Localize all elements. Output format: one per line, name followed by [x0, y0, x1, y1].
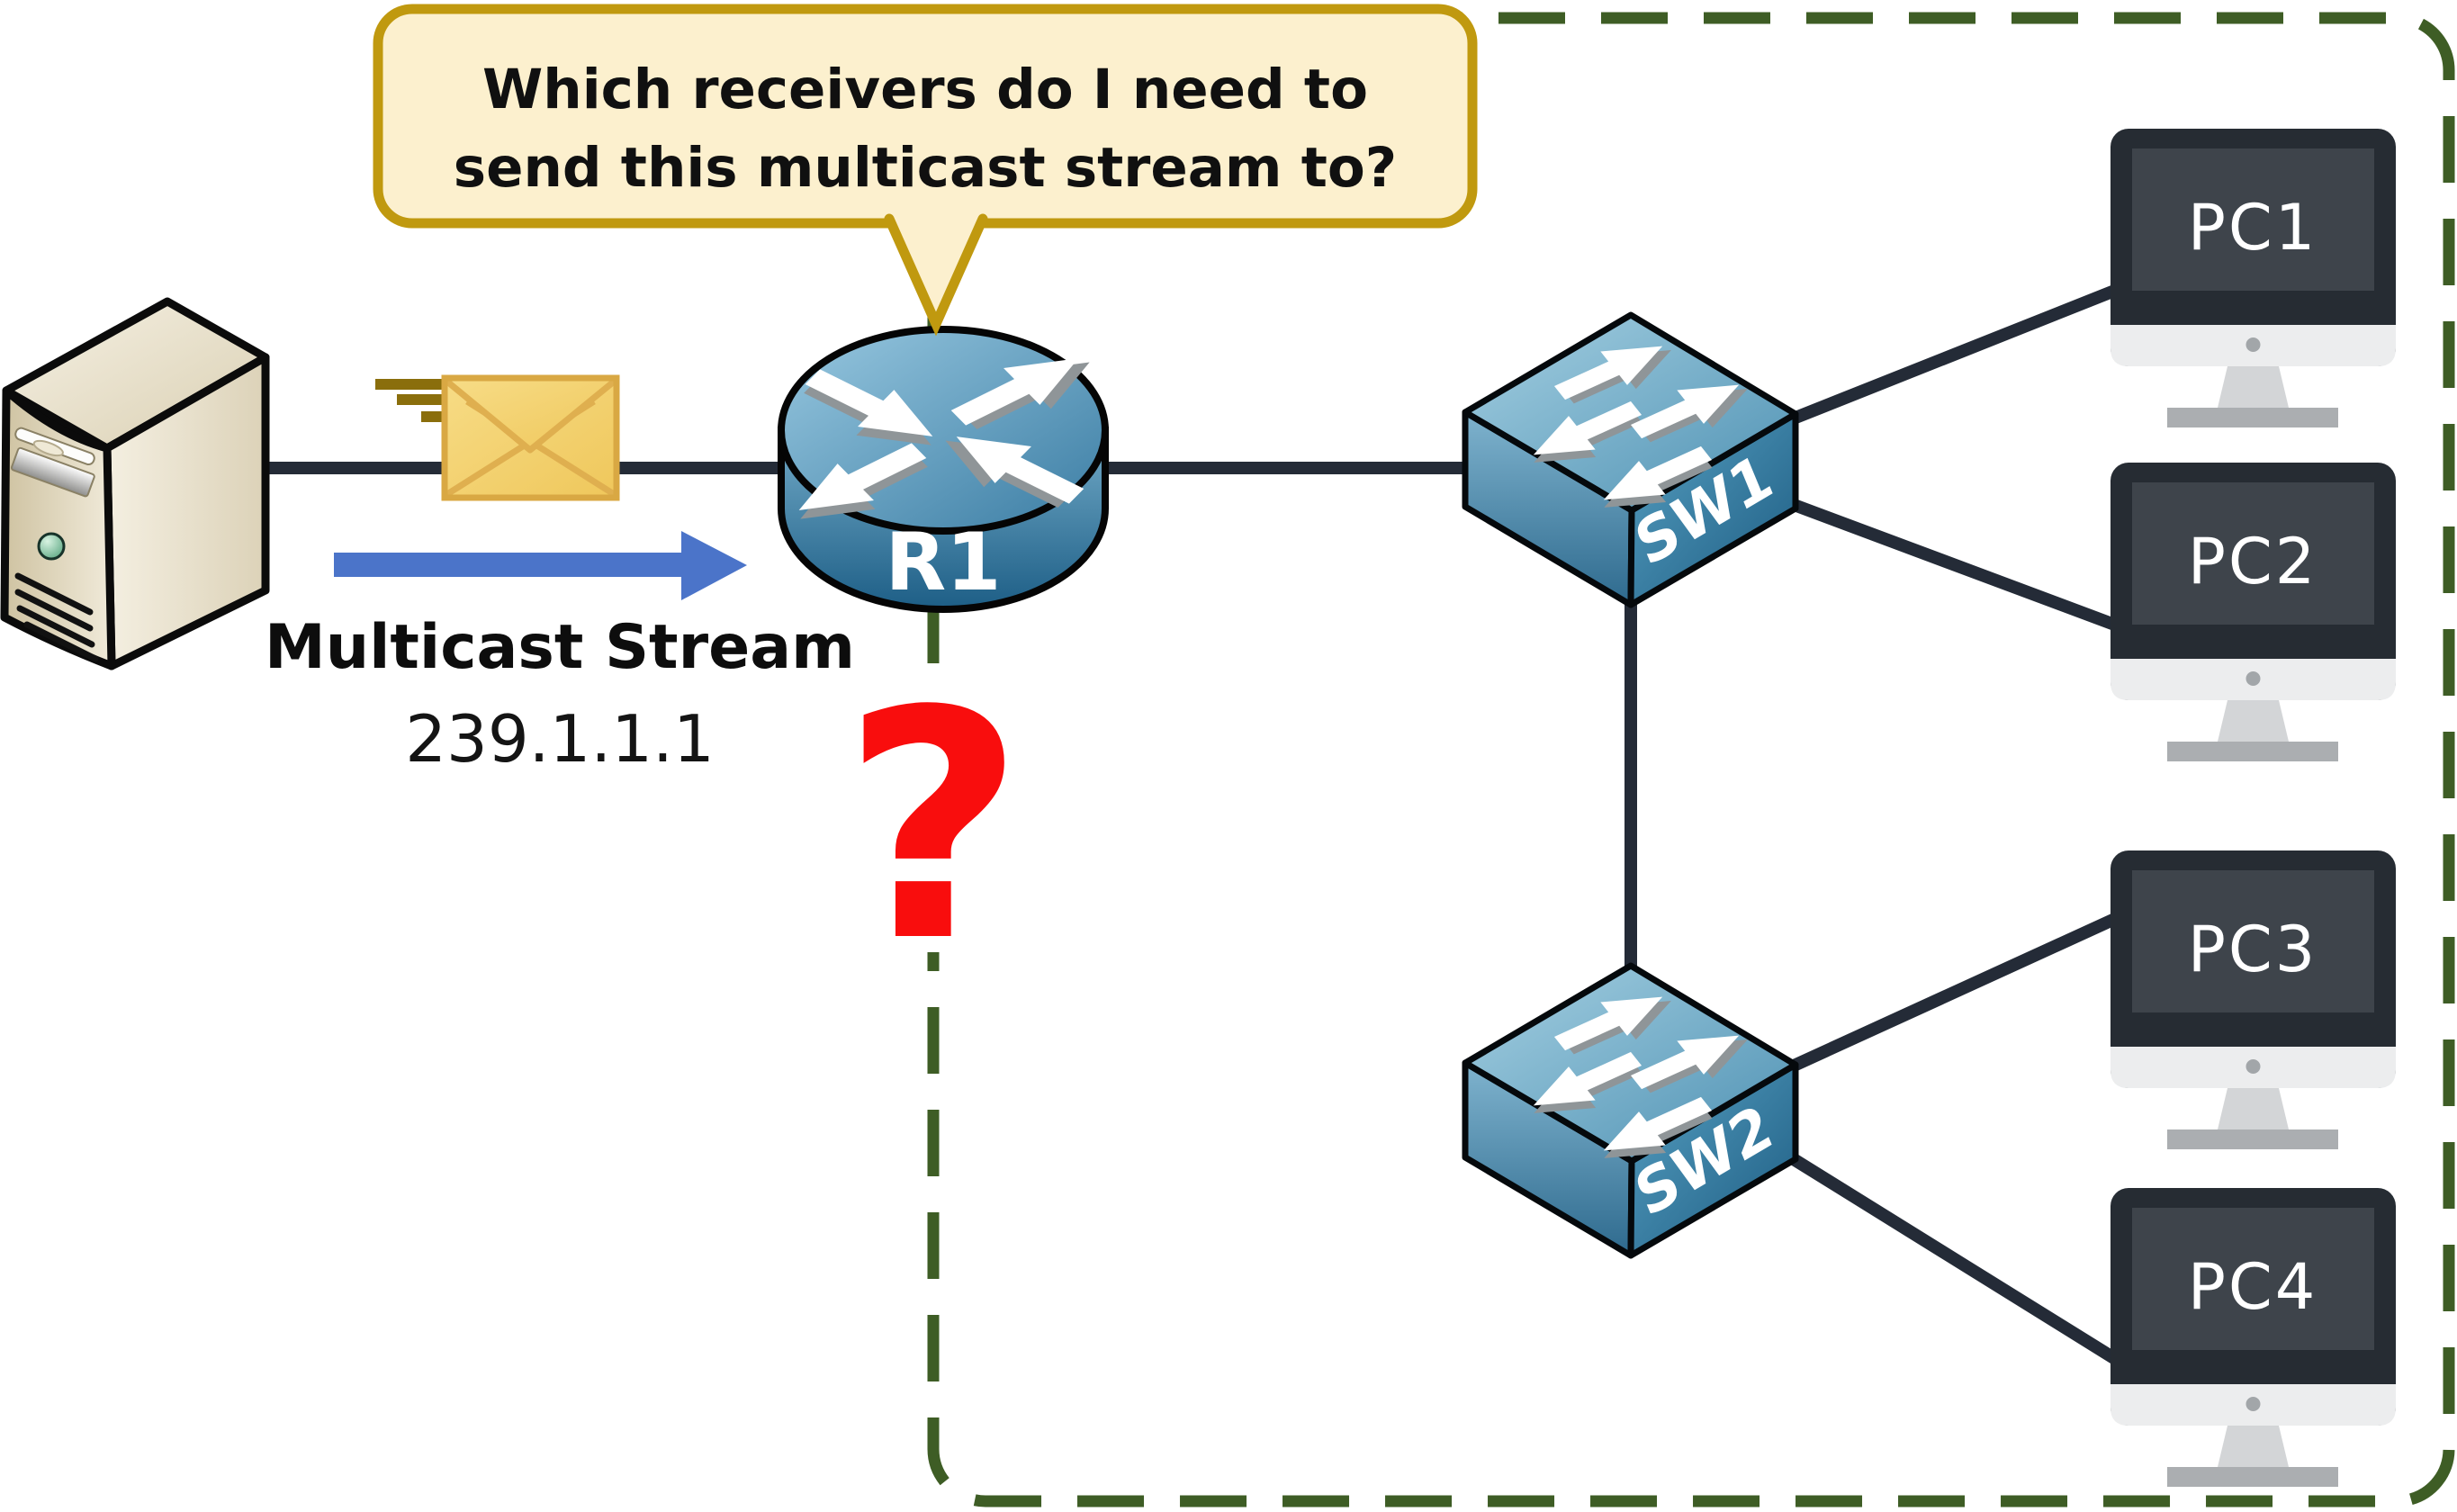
speech-bubble-line1: Which receivers do I need to: [482, 58, 1368, 122]
pc2-label: PC2: [2188, 525, 2318, 598]
pc3-label: PC3: [2188, 913, 2318, 986]
monitor-icon: [2110, 463, 2396, 761]
server-icon: [0, 297, 270, 670]
speech-bubble-line2: send this multicast stream to?: [454, 136, 1397, 200]
pc1-label: PC1: [2188, 191, 2318, 265]
envelope-icon: [375, 374, 620, 501]
question-mark-icon: ?: [842, 644, 1024, 1011]
pc2: PC2: [2110, 463, 2396, 761]
multicast-stream-label: Multicast Stream: [265, 612, 855, 683]
switch-sw1: SW1: [1465, 315, 1796, 605]
multicast-group-address: 239.1.1.1: [405, 701, 715, 777]
link-sw2-pc4: [1776, 1146, 2123, 1366]
pc1: PC1: [2110, 129, 2396, 428]
router-icon: R1: [778, 326, 1109, 613]
monitor-icon: [2110, 850, 2396, 1149]
link-sw1-pc1: [1776, 284, 2123, 429]
switch-sw2: SW2: [1465, 966, 1796, 1256]
pc4-label: PC4: [2188, 1250, 2318, 1324]
stream-arrow-icon: [334, 531, 747, 600]
pc3: PC3: [2110, 850, 2396, 1149]
link-sw1-pc2: [1776, 494, 2123, 632]
pc4: PC4: [2110, 1188, 2396, 1487]
monitor-icon: [2110, 129, 2396, 428]
speech-bubble-tail: [889, 214, 983, 326]
speed-lines-icon: [375, 379, 446, 422]
vent-lines: [14, 572, 99, 662]
drive-slot-2: [10, 446, 95, 498]
link-sw2-pc3: [1776, 912, 2123, 1077]
speech-bubble: Which receivers do I need to send this m…: [373, 4, 1478, 337]
power-button: [37, 532, 66, 561]
question-mark-glyph: ?: [842, 644, 1024, 1011]
router-label: R1: [886, 516, 1002, 608]
question-mark-backing: [871, 682, 995, 952]
drive-slot-1: [14, 427, 95, 465]
monitor-icon: [2110, 1188, 2396, 1487]
